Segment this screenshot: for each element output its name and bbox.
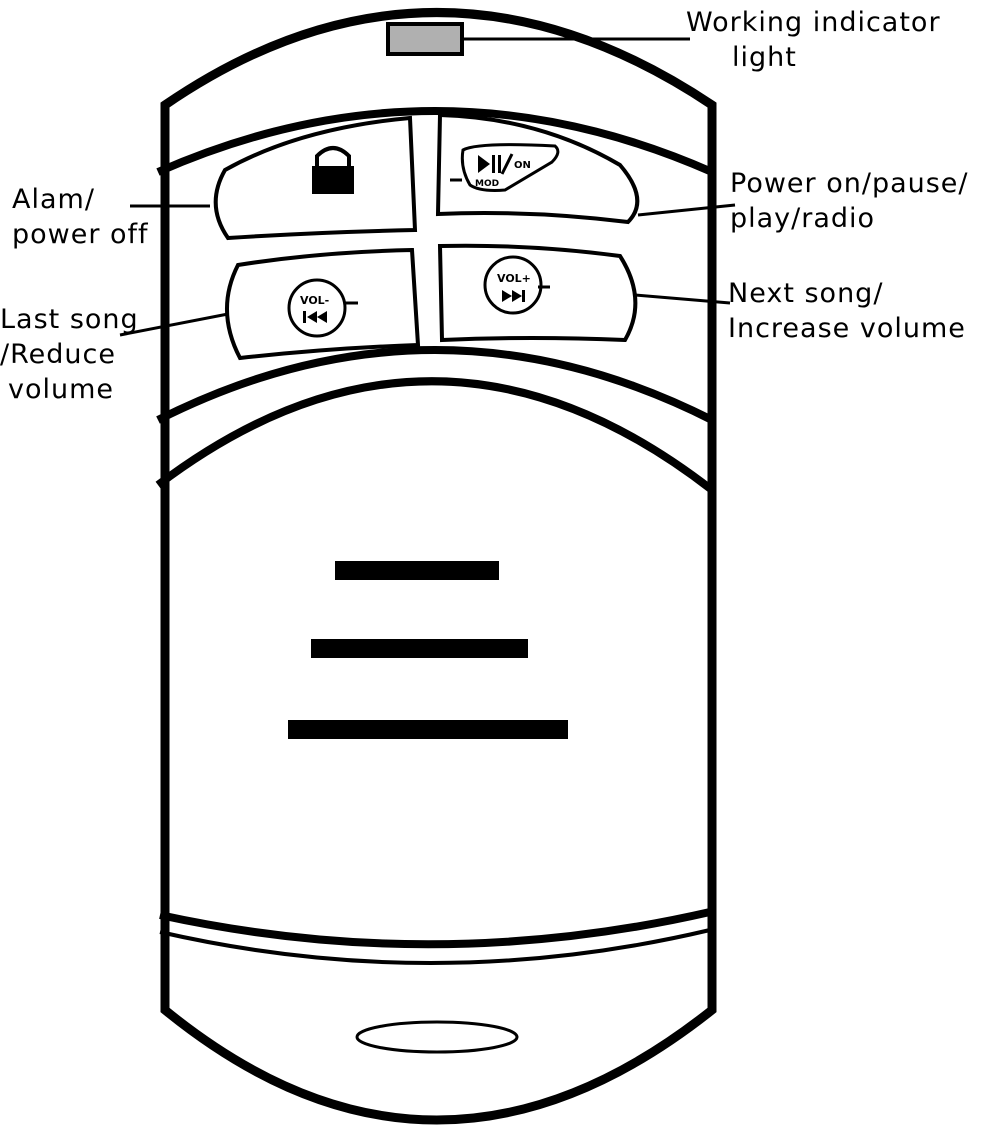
- callout-line: light: [732, 42, 797, 73]
- callout-line: Power on/pause/: [730, 168, 969, 199]
- bottom-seam-curve-2: [159, 928, 711, 965]
- previous-track-icon: VOL-: [287, 278, 358, 338]
- top-cap-curve: [156, 107, 714, 176]
- callout-line: volume: [8, 374, 115, 405]
- callout-line: power off: [12, 219, 149, 250]
- callout-working-indicator: Working indicator light: [686, 5, 941, 75]
- callout-line: play/radio: [730, 203, 876, 234]
- grip-bar-3: [288, 720, 568, 739]
- next-track-icon: VOL+: [483, 255, 550, 315]
- on-text: ON: [514, 160, 531, 171]
- callout-alarm-power-off: Alam/ power off: [12, 182, 149, 252]
- callout-line: Last song: [0, 304, 139, 335]
- bottom-seam-curve-1: [159, 908, 711, 949]
- callout-line: Increase volume: [728, 313, 966, 344]
- leader-line-next: [634, 293, 731, 305]
- callout-line: Working indicator: [686, 7, 941, 38]
- callout-line: /Reduce: [0, 339, 116, 370]
- vol-plus-text: VOL+: [497, 272, 531, 285]
- working-indicator-light: [386, 22, 464, 56]
- callout-power-play: Power on/pause/ play/radio: [730, 166, 969, 236]
- leader-line-power: [637, 203, 736, 217]
- play-pause-icon: ON MOD: [450, 143, 560, 192]
- callout-line: Alam/: [12, 184, 95, 215]
- callout-last-song: Last song /Reduce volume: [0, 302, 139, 407]
- mod-text: MOD: [475, 179, 499, 189]
- lower-panel-curve: [155, 377, 715, 494]
- lock-icon: [312, 146, 354, 194]
- callout-line: Next song/: [728, 278, 884, 309]
- grip-bar-2: [311, 639, 528, 658]
- callout-next-song: Next song/ Increase volume: [728, 276, 966, 346]
- button-panel-lower-curve: [156, 346, 714, 424]
- grip-bar-1: [335, 561, 499, 580]
- vol-minus-text: VOL-: [300, 294, 329, 307]
- leader-line-last: [119, 312, 229, 337]
- bottom-oval-slot: [355, 1020, 519, 1054]
